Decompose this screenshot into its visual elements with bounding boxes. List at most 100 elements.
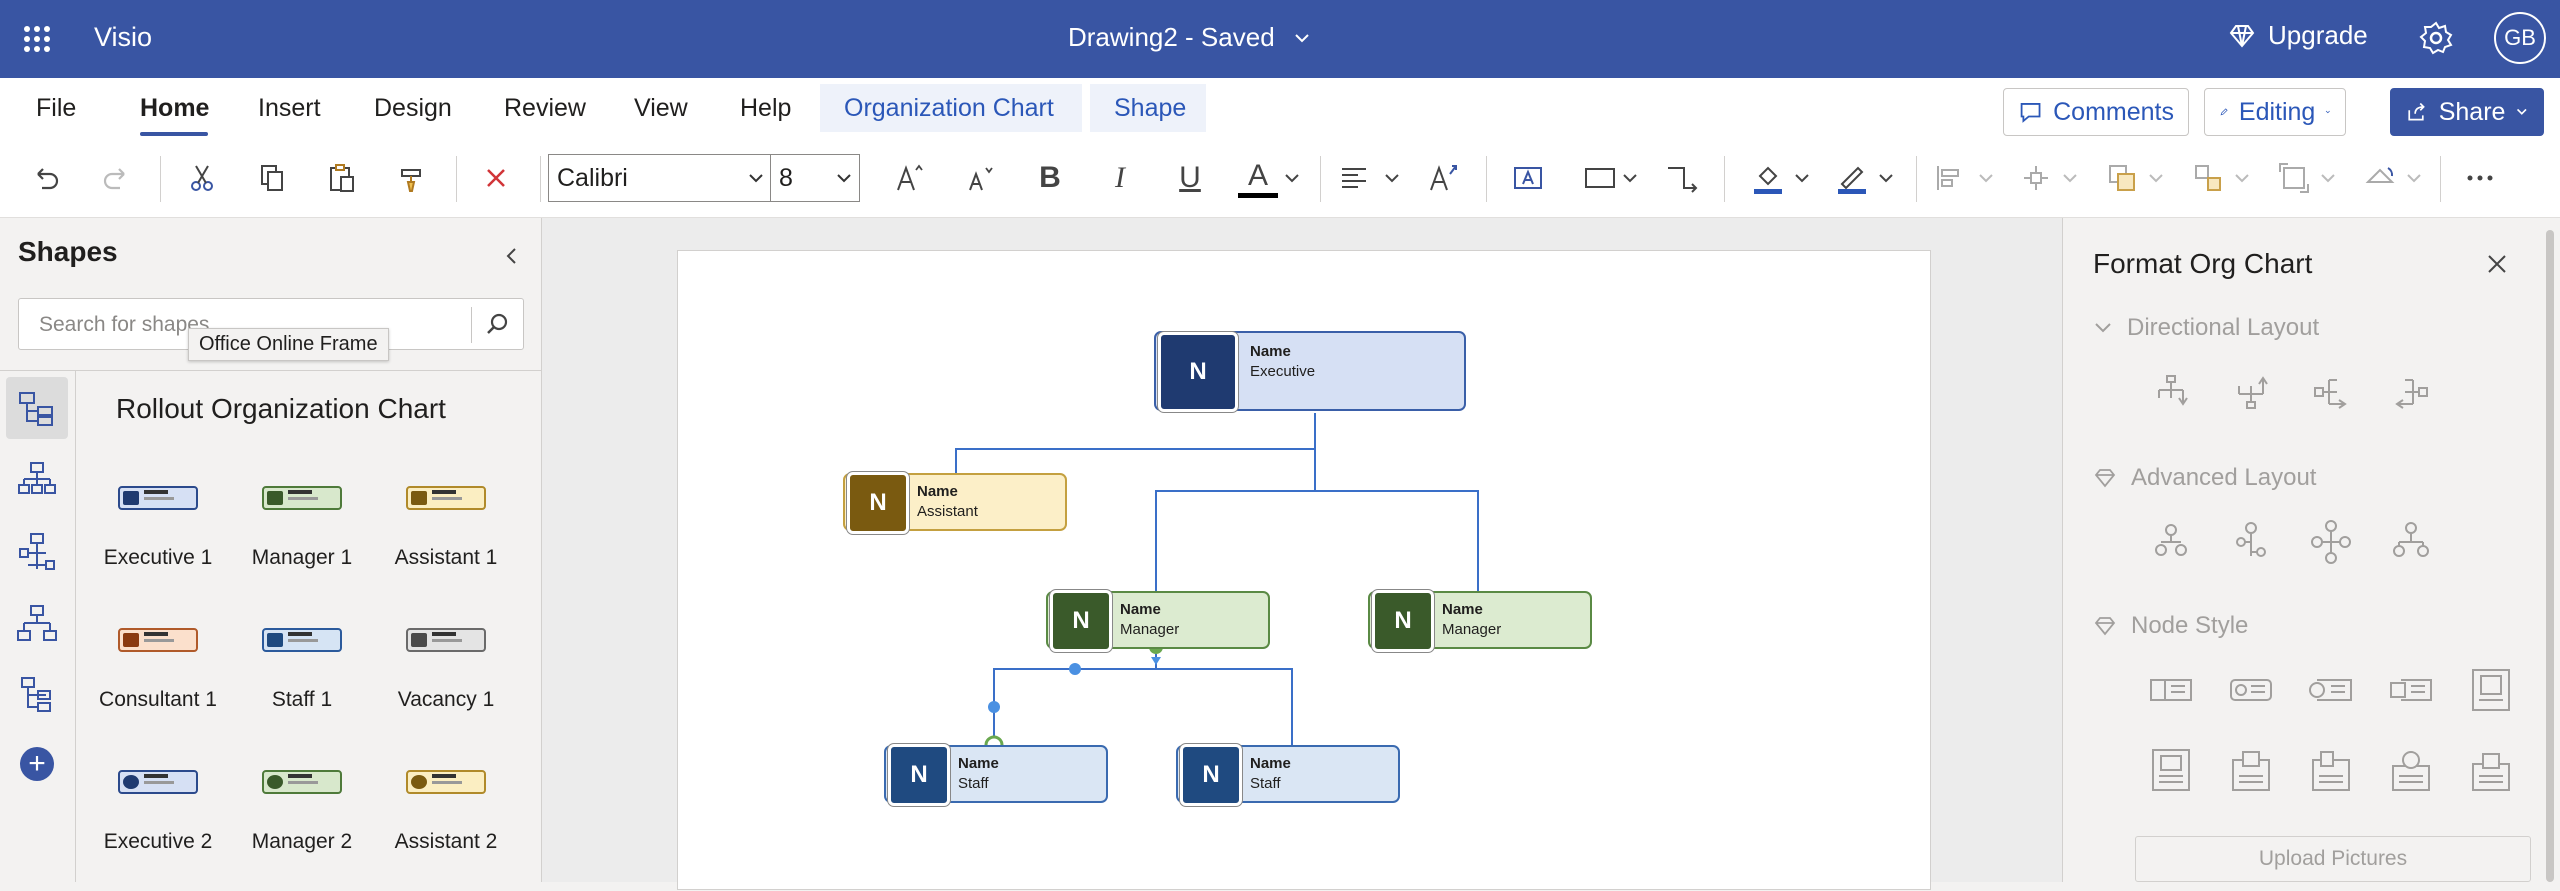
tab-insert[interactable]: Insert: [258, 94, 321, 122]
node-style-9-icon[interactable]: [2387, 746, 2435, 794]
arrange-icon[interactable]: [2102, 158, 2142, 198]
section-node-style[interactable]: Node Style: [2093, 612, 2248, 640]
chevron-down-icon[interactable]: [2234, 172, 2250, 184]
editing-mode-button[interactable]: Editing: [2204, 88, 2346, 136]
text-box-icon[interactable]: [1508, 158, 1548, 198]
document-title[interactable]: Drawing2 - Saved: [1068, 22, 1275, 52]
section-directional-layout[interactable]: Directional Layout: [2093, 314, 2319, 342]
node-style-8-icon[interactable]: [2307, 746, 2355, 794]
shape-item[interactable]: Assistant 1: [366, 486, 506, 606]
position-icon[interactable]: [2016, 158, 2056, 198]
collapse-panel-icon[interactable]: [500, 244, 524, 268]
undo-icon[interactable]: [26, 158, 66, 198]
advanced-layout-2-icon[interactable]: [2227, 518, 2275, 566]
node-style-10-icon[interactable]: [2467, 746, 2515, 794]
advanced-layout-1-icon[interactable]: [2147, 518, 2195, 566]
layout-left-icon[interactable]: [2387, 368, 2435, 416]
panel-scrollbar[interactable]: [2546, 230, 2554, 882]
font-color-icon[interactable]: A: [1238, 158, 1278, 198]
chevron-down-icon[interactable]: [1794, 172, 1810, 184]
add-stencil-button[interactable]: +: [20, 747, 54, 781]
text-direction-icon[interactable]: [1424, 158, 1464, 198]
tab-shape[interactable]: Shape: [1090, 84, 1206, 132]
chevron-down-icon[interactable]: [1878, 172, 1894, 184]
shape-item[interactable]: Consultant 1: [78, 628, 218, 748]
bold-icon[interactable]: B: [1039, 161, 1061, 194]
shape-item[interactable]: Vacancy 1: [366, 628, 506, 748]
rotate-icon[interactable]: [2360, 158, 2400, 198]
upload-pictures-button[interactable]: Upload Pictures: [2135, 836, 2531, 882]
decrease-font-icon[interactable]: [960, 158, 1000, 198]
app-name[interactable]: Visio: [94, 22, 153, 52]
node-style-2-icon[interactable]: [2227, 666, 2275, 714]
group-icon[interactable]: [2188, 158, 2228, 198]
node-style-4-icon[interactable]: [2387, 666, 2435, 714]
chevron-down-icon[interactable]: [1978, 172, 1994, 184]
section-advanced-layout[interactable]: Advanced Layout: [2093, 464, 2316, 492]
format-painter-icon[interactable]: [392, 158, 432, 198]
close-icon[interactable]: [2483, 250, 2511, 278]
size-icon[interactable]: [2274, 158, 2314, 198]
search-input[interactable]: Search for shapes: [39, 313, 210, 336]
share-button[interactable]: Share: [2390, 88, 2544, 136]
chevron-down-icon[interactable]: [1284, 172, 1300, 184]
redo-icon[interactable]: [96, 158, 136, 198]
fill-icon[interactable]: [1748, 158, 1788, 198]
node-style-1-icon[interactable]: [2147, 666, 2195, 714]
advanced-layout-4-icon[interactable]: [2387, 518, 2435, 566]
node-style-5-icon[interactable]: [2467, 666, 2515, 714]
italic-icon[interactable]: I: [1115, 161, 1125, 194]
node-style-3-icon[interactable]: [2307, 666, 2355, 714]
layout-down-icon[interactable]: [2147, 368, 2195, 416]
layout-right-icon[interactable]: [2307, 368, 2355, 416]
align-shapes-icon[interactable]: [1930, 158, 1970, 198]
shape-item[interactable]: Executive 1: [78, 486, 218, 606]
tab-view[interactable]: View: [634, 94, 688, 122]
chevron-down-icon[interactable]: [1622, 172, 1638, 184]
chevron-down-icon[interactable]: [2406, 172, 2422, 184]
font-name-dropdown[interactable]: Calibri: [548, 154, 772, 202]
tab-file[interactable]: File: [36, 94, 77, 122]
app-launcher-icon[interactable]: [22, 24, 52, 54]
stencil-rollout-org-chart[interactable]: [6, 377, 68, 439]
connector-icon[interactable]: [1662, 158, 1702, 198]
tab-home[interactable]: Home: [140, 94, 210, 122]
chevron-down-icon[interactable]: [1292, 28, 1312, 48]
layout-up-icon[interactable]: [2227, 368, 2275, 416]
align-icon[interactable]: [1334, 158, 1374, 198]
increase-font-icon[interactable]: [890, 158, 930, 198]
stencil-tree[interactable]: [6, 593, 68, 655]
stencil-vertical[interactable]: [6, 521, 68, 583]
gear-icon[interactable]: [2418, 20, 2454, 56]
shape-icon[interactable]: [1580, 158, 1620, 198]
stencil-hierarchy[interactable]: [6, 449, 68, 511]
cut-icon[interactable]: [182, 158, 222, 198]
shape-item[interactable]: Executive 2: [78, 770, 218, 890]
paste-icon[interactable]: [322, 158, 362, 198]
more-icon[interactable]: [2460, 158, 2500, 198]
avatar[interactable]: GB: [2494, 12, 2546, 64]
font-size-dropdown[interactable]: 8: [770, 154, 860, 202]
comments-button[interactable]: Comments: [2003, 88, 2189, 136]
shape-item[interactable]: Manager 1: [222, 486, 362, 606]
search-icon[interactable]: [484, 311, 512, 339]
tab-review[interactable]: Review: [504, 94, 586, 122]
shape-item[interactable]: Staff 1: [222, 628, 362, 748]
delete-icon[interactable]: [476, 158, 516, 198]
copy-icon[interactable]: [252, 158, 292, 198]
tab-organization-chart[interactable]: Organization Chart: [820, 84, 1082, 132]
tab-help[interactable]: Help: [740, 94, 792, 122]
line-icon[interactable]: [1832, 158, 1872, 198]
chevron-down-icon[interactable]: [2320, 172, 2336, 184]
chevron-down-icon[interactable]: [2062, 172, 2078, 184]
tab-design[interactable]: Design: [374, 94, 452, 122]
node-style-6-icon[interactable]: [2147, 746, 2195, 794]
